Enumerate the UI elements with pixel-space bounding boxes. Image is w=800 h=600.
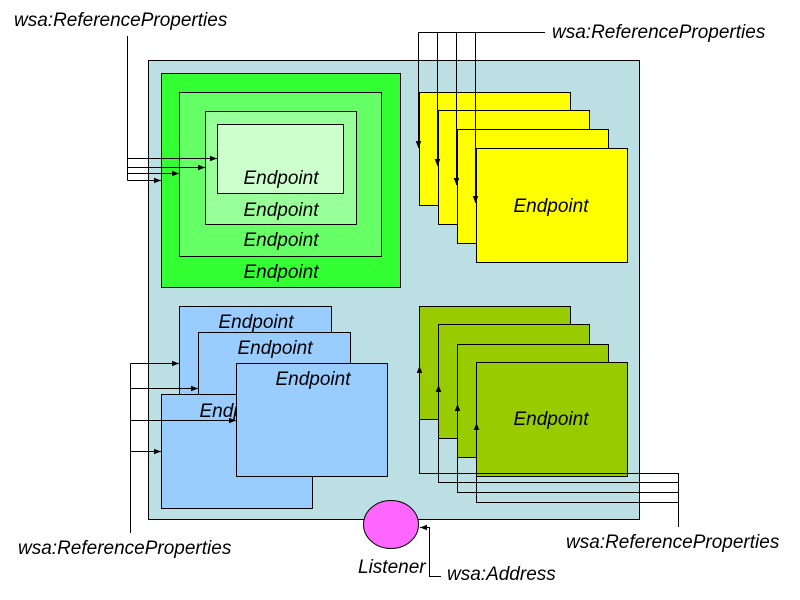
ref-props-label-bottom-right: wsa:ReferenceProperties xyxy=(566,532,780,553)
endpoint-label-green-outer: Endpoint xyxy=(243,262,319,283)
connectors-top-right xyxy=(415,32,545,203)
connector-arrow xyxy=(473,423,679,503)
address-label: wsa:Address xyxy=(447,564,556,585)
endpoint-label-blue-1: Endpoint xyxy=(218,312,294,333)
endpoint-box-green-inner xyxy=(217,124,344,194)
connector-arrow xyxy=(416,366,679,527)
connector-arrow xyxy=(454,404,679,493)
olive-endpoint-stack: Endpoint xyxy=(419,306,628,477)
endpoint-label-yellow: Endpoint xyxy=(513,196,589,217)
nested-green-endpoints: Endpoint Endpoint Endpoint Endpoint xyxy=(161,73,401,288)
yellow-endpoint-stack: Endpoint xyxy=(419,92,628,263)
endpoint-label-blue-3: Endpoint xyxy=(275,369,351,390)
endpoint-label-green-second: Endpoint xyxy=(243,230,319,251)
connectors-bottom-left xyxy=(130,360,236,533)
endpoint-label-blue-2: Endpoint xyxy=(237,338,313,359)
endpoint-box-olive-4 xyxy=(476,362,628,477)
connector-arrow xyxy=(435,385,679,483)
endpoint-box-yellow-4 xyxy=(476,148,628,263)
endpoint-box-blue-3 xyxy=(236,363,388,477)
endpoint-label-olive: Endpoint xyxy=(513,409,589,430)
listener-label: Listener xyxy=(358,557,426,578)
endpoint-label-green-inner: Endpoint xyxy=(243,168,319,189)
address-connector xyxy=(420,524,441,577)
listener-node xyxy=(363,500,419,549)
blue-endpoint-stack: Endpoint Endpoint Endpoint Endpoint xyxy=(161,306,388,509)
ref-props-label-top-right: wsa:ReferenceProperties xyxy=(552,22,766,43)
connectors-top-left xyxy=(127,36,217,184)
connectors-bottom-right xyxy=(416,366,679,527)
ref-props-label-top-left: wsa:ReferenceProperties xyxy=(14,10,228,31)
ref-props-label-bottom-left: wsa:ReferenceProperties xyxy=(18,538,232,559)
endpoint-label-green-third: Endpoint xyxy=(243,200,319,221)
